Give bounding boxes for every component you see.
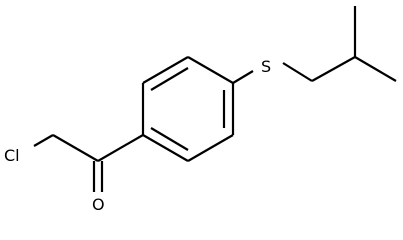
ring-bond-inner [150,67,189,91]
chloroacetyl-group: Cl O [4,134,144,214]
ring-bond [142,56,189,84]
carbonyl-to-ch2-bond [52,134,99,162]
molecule-structure-diagram: Cl O S [4,6,397,214]
sulfur-to-ch2-bond [282,62,313,82]
ring-bond [187,56,234,84]
ring-to-carbonyl-bond [97,134,144,162]
ring-bond-inner [150,127,189,151]
chlorine-atom-label: Cl [4,146,20,165]
benzene-ring [141,56,235,162]
oxygen-atom-label: O [92,195,105,214]
sulfur-atom-label: S [261,57,271,76]
ch2-to-cl-bond [33,134,54,147]
ch-to-methyl-right-bond [354,56,397,82]
ring-bond [142,134,189,162]
ring-bond [187,134,234,162]
isobutylthio-group: S [232,6,397,84]
ch2-to-ch-bond [311,56,356,82]
ring-to-sulfur-bond [232,70,254,84]
